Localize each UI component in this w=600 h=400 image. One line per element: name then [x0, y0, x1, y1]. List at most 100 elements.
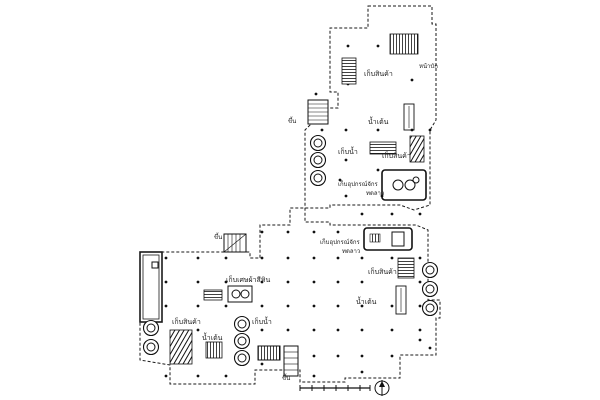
column-dot	[196, 374, 200, 378]
column-dot	[286, 304, 290, 308]
tank-icon	[309, 151, 327, 169]
label-scrap-store: เก็บเศษผ้าสีหิน	[226, 275, 270, 284]
column-dot	[260, 230, 264, 234]
label-store-mid-right: เก็บสินค้า	[382, 151, 411, 160]
label-equip-store-top-2: ทดลาว	[366, 190, 384, 197]
equipment-box-center	[363, 227, 413, 251]
column-dot	[360, 280, 364, 284]
column-dot	[338, 178, 342, 182]
stairs-bottom	[257, 345, 299, 377]
label-upper-annex: หน้าบัก	[419, 63, 438, 70]
column-dot	[336, 304, 340, 308]
column-dot	[312, 328, 316, 332]
label-equip-store-center-2: ทดลาว	[342, 248, 360, 255]
column-dot	[360, 354, 364, 358]
column-grid	[164, 44, 432, 378]
storage-block	[395, 285, 407, 315]
storage-block	[169, 329, 193, 365]
tank-icon	[309, 134, 327, 152]
column-dot	[336, 354, 340, 358]
storage-block	[409, 135, 425, 163]
column-dot	[346, 44, 350, 48]
label-stairs-bottom: ขึ้น	[282, 372, 290, 382]
column-dot	[376, 168, 380, 172]
small-marker	[151, 261, 159, 269]
tank-icon	[233, 315, 251, 333]
tank-icon	[421, 261, 439, 279]
column-dot	[336, 328, 340, 332]
column-dot	[286, 280, 290, 284]
left-room-inner-wall	[142, 254, 160, 320]
column-dot	[260, 304, 264, 308]
column-dot	[286, 328, 290, 332]
column-dot	[196, 328, 200, 332]
label-water-left: น้ำเต้น	[202, 331, 223, 342]
column-dot	[418, 256, 422, 260]
column-dot	[164, 374, 168, 378]
tank-icon	[421, 299, 439, 317]
column-dot	[418, 280, 422, 284]
column-dot	[312, 304, 316, 308]
column-dot	[312, 374, 316, 378]
column-dot	[336, 280, 340, 284]
label-bath-top: เก็บน้ำ	[338, 145, 358, 156]
column-dot	[360, 304, 364, 308]
column-dot	[418, 304, 422, 308]
tank-icon	[142, 319, 160, 337]
column-dot	[312, 230, 316, 234]
label-water-right-bottom: น้ำเต้น	[356, 295, 377, 306]
column-dot	[312, 256, 316, 260]
column-dot	[390, 212, 394, 216]
label-stairs-mid: ขึ้น	[214, 231, 222, 241]
column-dot	[390, 328, 394, 332]
equipment-box-top	[381, 169, 427, 201]
tank-group	[142, 134, 439, 367]
label-equip-store-top: เก็บอุปกรณ์จักร	[338, 179, 378, 188]
building-outline	[139, 5, 441, 385]
column-dot	[360, 328, 364, 332]
equipment-box-left	[227, 285, 253, 303]
label-store-top: เก็บสินค้า	[364, 69, 393, 78]
column-dot	[224, 256, 228, 260]
column-dot	[164, 280, 168, 284]
column-dot	[418, 328, 422, 332]
column-dot	[164, 256, 168, 260]
storage-block	[403, 103, 415, 131]
column-dot	[410, 78, 414, 82]
column-dot	[312, 354, 316, 358]
label-stairs-top: ขึ้น	[288, 115, 296, 125]
storage-block	[205, 341, 223, 359]
storage-block	[341, 57, 357, 85]
column-dot	[260, 256, 264, 260]
tank-icon	[142, 338, 160, 356]
column-dot	[196, 304, 200, 308]
label-store-right-mid: เก็บสินค้า	[368, 267, 397, 276]
tank-icon	[421, 280, 439, 298]
storage-block	[389, 33, 419, 55]
column-dot	[336, 256, 340, 260]
column-dot	[418, 338, 422, 342]
north-arrow-icon	[374, 380, 390, 396]
column-dot	[260, 362, 264, 366]
column-dot	[286, 256, 290, 260]
column-dot	[344, 194, 348, 198]
column-dot	[196, 280, 200, 284]
column-dot	[376, 128, 380, 132]
tank-icon	[309, 169, 327, 187]
label-water-top: น้ำเต้น	[368, 115, 389, 126]
column-dot	[336, 230, 340, 234]
column-dot	[224, 304, 228, 308]
column-dot	[312, 280, 316, 284]
column-dot	[390, 354, 394, 358]
column-dot	[428, 346, 432, 350]
column-dot	[360, 212, 364, 216]
column-dot	[360, 256, 364, 260]
column-dot	[428, 128, 432, 132]
label-bath-left: เก็บน้ำ	[252, 315, 272, 326]
column-dot	[260, 280, 264, 284]
storage-block	[203, 289, 223, 301]
column-dot	[314, 92, 318, 96]
column-dot	[260, 328, 264, 332]
